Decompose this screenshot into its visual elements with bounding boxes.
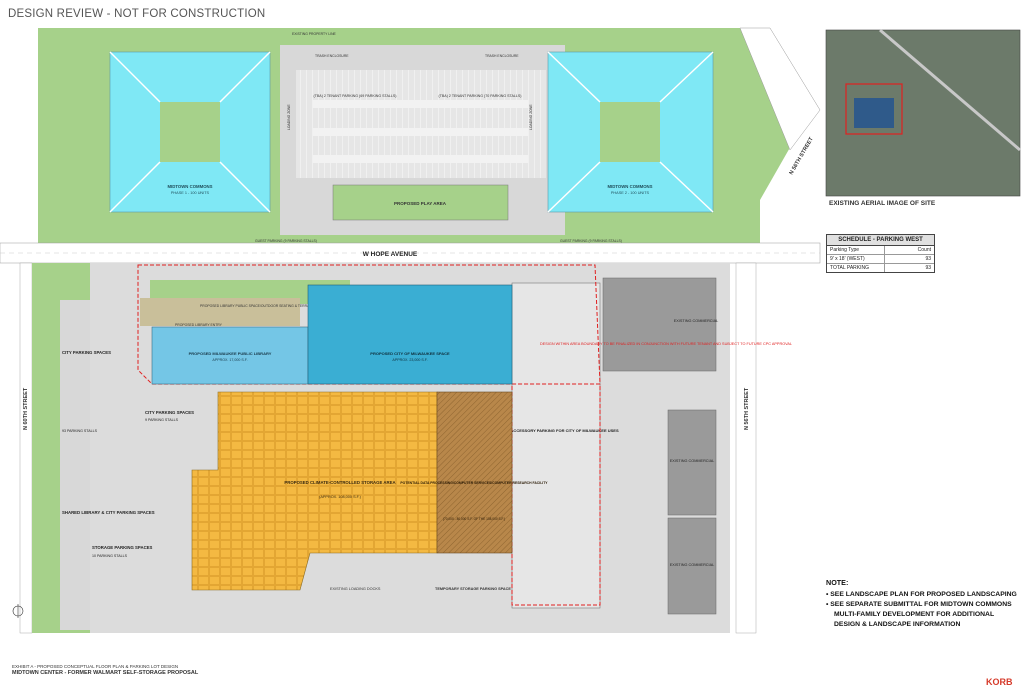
- city-stalls-label: 93 PARKING STALLS: [62, 429, 98, 433]
- n56-street-label: N 56TH STREET: [744, 387, 750, 430]
- korb-logo: KORB: [986, 677, 1013, 687]
- note-item: • SEE SEPARATE SUBMITTAL FOR MIDTOWN COM…: [826, 601, 1012, 628]
- red-boundary-note: DESIGN WITHIN AREA BOUNDARY TO BE FINALI…: [540, 342, 792, 346]
- city-parking-sub-2: 9 PARKING STALLS: [145, 418, 179, 422]
- city-space-label: PROPOSED CITY OF MILWAUKEE SPACE: [370, 351, 450, 356]
- n60-street: [19, 262, 33, 634]
- page-title: DESIGN REVIEW - NOT FOR CONSTRUCTION: [8, 8, 266, 20]
- public-plaza-label: PROPOSED LIBRARY PUBLIC SPACE/OUTDOOR SE…: [200, 304, 315, 308]
- commons-east-sub: PHASE 2 - 100 UNITS: [611, 191, 650, 195]
- loading-zone-east: LOADING ZONE: [529, 104, 533, 130]
- commons-east-label: MIDTOWN COMMONS: [607, 184, 652, 189]
- footer-exhibit: EXHIBIT A - PROPOSED CONCEPTUAL FLOOR PL…: [12, 664, 179, 669]
- schedule-row: 9' x 18' (WEST) 93: [827, 255, 934, 264]
- library-public-space: [140, 298, 300, 326]
- guest-parking-east: GUEST PARKING (9 PARKING STALLS): [560, 239, 622, 243]
- property-line-label: EXISTING PROPERTY LINE: [292, 32, 337, 36]
- commons-west-sub: PHASE 1 - 100 UNITS: [171, 191, 210, 195]
- schedule-cell-count: 93: [925, 256, 931, 262]
- schedule-cell-type: 9' x 18' (WEST): [827, 255, 885, 263]
- play-area-label: PROPOSED PLAY AREA: [394, 201, 447, 206]
- schedule-cell-count: 93: [925, 265, 931, 271]
- library-area-label: APPROX. 17,000 S.F.: [212, 358, 247, 362]
- loading-docks-label: EXISTING LOADING DOCKS: [330, 587, 381, 591]
- storage-parking-label: STORAGE PARKING SPACES: [92, 545, 153, 550]
- schedule-col-count: Count: [917, 247, 931, 253]
- footer-project-title: MIDTOWN CENTER - FORMER WALMART SELF-STO…: [12, 670, 199, 677]
- data-facility: [436, 391, 513, 554]
- city-parking-label-2: CITY PARKING SPACES: [145, 410, 194, 415]
- existing-commercial-label-2: EXISTING COMMERCIAL: [670, 459, 715, 463]
- storage-label: PROPOSED CLIMATE-CONTROLLED STORAGE AREA: [284, 480, 395, 485]
- data-facility-area-label: (70,000 - 80,000 S.F. OF THE 108,000 S.F…: [443, 517, 505, 521]
- future-parking-area: [511, 282, 601, 609]
- data-facility-label: POTENTIAL DATA PROCESSING/COMPUTER SERVI…: [400, 481, 548, 485]
- tenant-parking-label-2: (TBA) 2 TENANT PARKING (70 PARKING STALL…: [439, 94, 522, 98]
- aerial-site-outline: [845, 83, 903, 135]
- library-label: PROPOSED MILWAUKEE PUBLIC LIBRARY: [189, 351, 272, 356]
- city-parking-label-1: CITY PARKING SPACES: [62, 350, 111, 355]
- existing-commercial-1: [602, 277, 717, 372]
- footer: EXHIBIT A - PROPOSED CONCEPTUAL FLOOR PL…: [12, 664, 198, 677]
- schedule-title: SCHEDULE - PARKING WEST: [827, 235, 934, 246]
- existing-commercial-2: [667, 409, 717, 516]
- trash-enclosure-1: TRASH ENCLOSURE: [315, 54, 349, 58]
- schedule-col-type: Parking Type: [827, 246, 885, 254]
- temp-storage-label: TEMPORARY STORAGE PARKING SPACE: [435, 587, 511, 591]
- existing-commercial-label-1: EXISTING COMMERCIAL: [674, 319, 719, 323]
- schedule-cell-type: TOTAL PARKING: [827, 264, 885, 272]
- trash-enclosure-2: TRASH ENCLOSURE: [485, 54, 519, 58]
- tenant-parking-label-1: (TBA) 2 TENANT PARKING (69 PARKING STALL…: [314, 94, 397, 98]
- storage-area-label: (APPROX. 108,000 S.F.): [319, 495, 362, 499]
- city-space-area-label: APPROX. 23,000 S.F.: [392, 358, 427, 362]
- aerial-caption: EXISTING AERIAL IMAGE OF SITE: [829, 200, 936, 207]
- shared-parking-label: SHARED LIBRARY & CITY PARKING SPACES: [62, 510, 155, 515]
- storage-parking-sub: 10 PARKING STALLS: [92, 554, 128, 558]
- commons-west-label: MIDTOWN COMMONS: [167, 184, 212, 189]
- existing-commercial-3: [667, 517, 717, 615]
- notes-block: NOTE: • SEE LANDSCAPE PLAN FOR PROPOSED …: [826, 578, 1021, 630]
- schedule-row: TOTAL PARKING 93: [827, 264, 934, 272]
- guest-parking-west: GUEST PARKING (9 PARKING STALLS): [255, 239, 317, 243]
- n56-street: [735, 262, 757, 634]
- city-space-building: [307, 284, 513, 385]
- n60-street-label: N 60TH STREET: [23, 387, 29, 430]
- existing-commercial-label-3: EXISTING COMMERCIAL: [670, 563, 715, 567]
- note-item: • SEE LANDSCAPE PLAN FOR PROPOSED LANDSC…: [826, 591, 1017, 599]
- future-parking-label: FUTURE ACCESSORY PARKING FOR CITY OF MIL…: [493, 428, 619, 433]
- w-hope-avenue-label: W HOPE AVENUE: [363, 251, 418, 258]
- notes-title: NOTE:: [826, 578, 849, 587]
- parking-schedule: SCHEDULE - PARKING WEST Parking Type Cou…: [826, 234, 935, 273]
- play-area: [332, 184, 509, 221]
- schedule-header-row: Parking Type Count: [827, 246, 934, 255]
- library-entry-label: PROPOSED LIBRARY ENTRY: [175, 323, 223, 327]
- loading-zone-west: LOADING ZONE: [287, 104, 291, 130]
